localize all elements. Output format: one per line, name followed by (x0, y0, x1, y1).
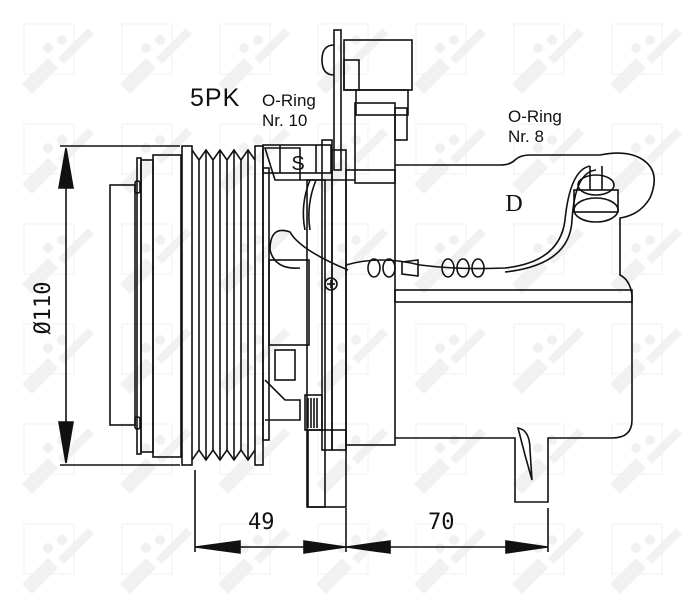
pulley (181, 145, 270, 466)
clutch-coil-housing (263, 147, 310, 421)
discharge-port (573, 166, 619, 223)
clutch-length-label: 49 (248, 510, 275, 535)
front-head (304, 139, 347, 508)
diameter-label: Ø110 (31, 282, 56, 335)
clutch-plate (109, 154, 182, 458)
oring-left-line2: Nr. 10 (262, 111, 308, 130)
discharge-port-label: D (505, 191, 522, 217)
oring-right-line1: O-Ring (508, 107, 562, 126)
wiring-harness (269, 165, 597, 278)
suction-port-label: S (291, 153, 304, 175)
oring-label-left: O-Ring Nr. 10 (262, 91, 316, 131)
length-dimensions (194, 470, 549, 554)
oring-right-line2: Nr. 8 (508, 127, 544, 146)
diameter-dimension (58, 145, 180, 466)
belt-profile-label: 5PK (190, 84, 241, 112)
oring-label-right: O-Ring Nr. 8 (508, 107, 562, 147)
compressor-body (345, 152, 656, 503)
suction-port (262, 144, 332, 174)
oring-left-line1: O-Ring (262, 91, 316, 110)
body-length-label: 70 (428, 510, 455, 535)
